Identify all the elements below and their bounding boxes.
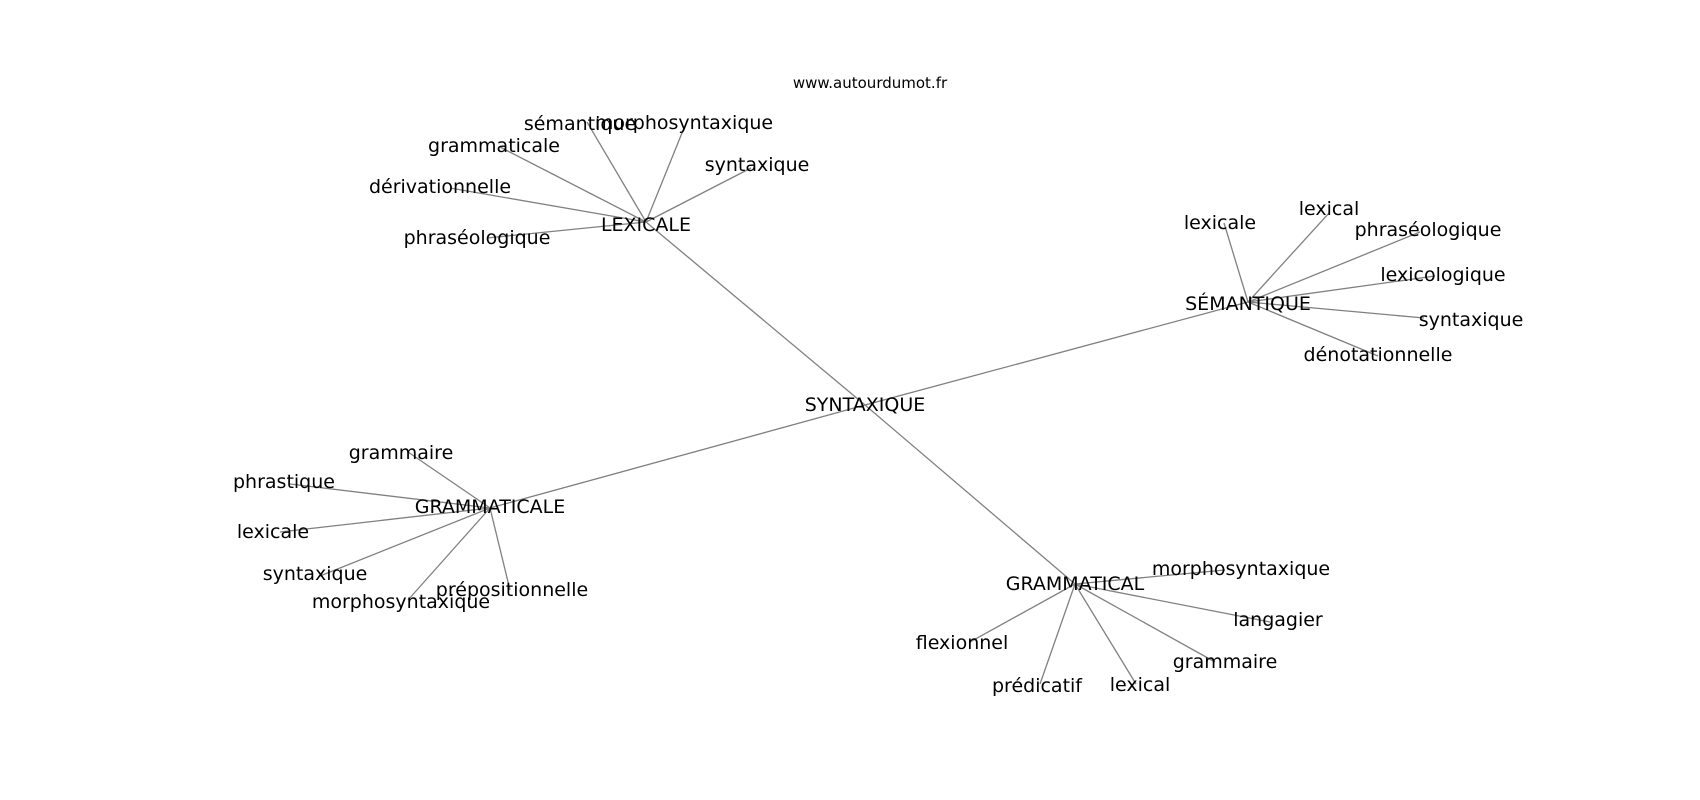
hub-leaf-edge bbox=[489, 507, 511, 591]
leaf-node: phrastique bbox=[233, 471, 335, 493]
leaf-node: prépositionnelle bbox=[436, 579, 588, 601]
leaf-node: dérivationnelle bbox=[369, 176, 511, 198]
hub-leaf-edge bbox=[1247, 231, 1421, 303]
hub-leaf-edge bbox=[1247, 275, 1436, 303]
leaf-node: lexicale bbox=[237, 521, 309, 543]
leaf-node: syntaxique bbox=[705, 154, 810, 176]
hub-leaf-edge bbox=[1074, 583, 1271, 623]
hub-node-lexicale: LEXICALE bbox=[601, 214, 691, 236]
hub-leaf-edge bbox=[499, 146, 647, 223]
leaf-node: prédicatif bbox=[992, 675, 1083, 697]
leaf-node: dénotationnelle bbox=[1304, 344, 1453, 366]
source-label: www.autourdumot.fr bbox=[793, 74, 948, 92]
leaf-node: phraséologique bbox=[404, 227, 551, 249]
graph-edges bbox=[279, 121, 1436, 685]
hub-leaf-edge bbox=[1247, 301, 1379, 357]
leaf-node: sémantique bbox=[524, 113, 636, 135]
leaf-node: grammaire bbox=[349, 442, 454, 464]
hub-leaf-edge bbox=[1223, 222, 1249, 303]
leaf-node: lexical bbox=[1299, 198, 1360, 220]
center-hub-edge bbox=[864, 404, 1076, 585]
leaf-node: morphosyntaxique bbox=[1152, 558, 1330, 580]
hub-leaf-edge bbox=[1247, 212, 1330, 303]
hub-leaf-edge bbox=[407, 507, 491, 601]
leaf-node: morphosyntaxique bbox=[312, 591, 490, 613]
hub-leaf-edge bbox=[1074, 569, 1226, 585]
hub-leaf-edge bbox=[1074, 583, 1137, 685]
graph-labels: SYNTAXIQUE LEXICALE sémantique morphosyn… bbox=[233, 112, 1523, 697]
hub-node-grammatical: GRAMMATICAL bbox=[1006, 573, 1145, 595]
hub-leaf-edge bbox=[1039, 583, 1076, 685]
center-node: SYNTAXIQUE bbox=[805, 394, 926, 416]
leaf-node: lexicale bbox=[1184, 212, 1256, 234]
leaf-node: syntaxique bbox=[1419, 309, 1524, 331]
hub-leaf-edge bbox=[407, 451, 491, 509]
hub-leaf-edge bbox=[279, 507, 491, 533]
center-hub-edge bbox=[645, 221, 866, 406]
hub-leaf-edge bbox=[319, 507, 491, 577]
leaf-node: grammaire bbox=[1173, 651, 1278, 673]
hub-leaf-edge bbox=[645, 167, 752, 223]
hub-leaf-edge bbox=[969, 583, 1076, 643]
leaf-node: syntaxique bbox=[263, 563, 368, 585]
leaf-node: morphosyntaxique bbox=[595, 112, 773, 134]
hub-leaf-edge bbox=[645, 127, 685, 223]
hub-leaf-edge bbox=[486, 221, 647, 239]
leaf-node: phraséologique bbox=[1355, 219, 1502, 241]
hub-leaf-edge bbox=[1074, 583, 1216, 663]
leaf-node: flexionnel bbox=[916, 632, 1009, 654]
leaf-node: langagier bbox=[1233, 609, 1323, 631]
hub-node-grammaticale: GRAMMATICALE bbox=[415, 496, 566, 518]
center-hub-edge bbox=[489, 404, 866, 509]
hub-leaf-edge bbox=[1247, 301, 1425, 319]
hub-leaf-edge bbox=[289, 483, 491, 509]
leaf-node: lexical bbox=[1110, 674, 1171, 696]
leaf-node: lexicologique bbox=[1380, 264, 1505, 286]
leaf-node: grammaticale bbox=[428, 135, 560, 157]
hub-node-semantique: SÉMANTIQUE bbox=[1185, 292, 1311, 315]
hub-leaf-edge bbox=[586, 121, 647, 223]
center-hub-edge bbox=[864, 301, 1249, 406]
hub-leaf-edge bbox=[449, 187, 647, 223]
